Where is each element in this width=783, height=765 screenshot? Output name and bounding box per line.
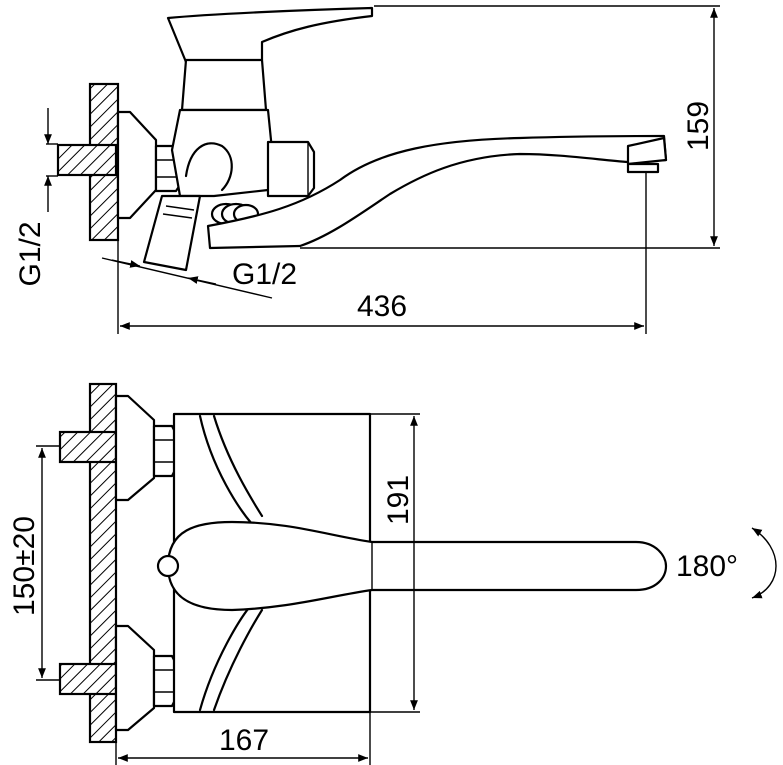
side-inlet-pipe bbox=[56, 143, 118, 177]
side-spout-tip bbox=[626, 136, 668, 166]
thread-label-vertical: G1/2 bbox=[14, 221, 47, 286]
side-body bbox=[170, 108, 274, 198]
rotation-label: 180° bbox=[676, 550, 738, 583]
dim-centers: 150±20 bbox=[8, 516, 41, 616]
side-diverter bbox=[266, 140, 316, 198]
rotation-arrow bbox=[751, 527, 777, 599]
dim-height-front: 191 bbox=[382, 475, 415, 525]
thread-label-diagonal: G1/2 bbox=[232, 258, 297, 291]
side-lever bbox=[166, 6, 374, 66]
dim-length-side: 436 bbox=[357, 290, 407, 323]
dim-height-side: 159 bbox=[682, 101, 715, 151]
side-cartridge bbox=[180, 58, 268, 112]
front-inlet-upper bbox=[58, 430, 118, 464]
side-lower-outlet bbox=[142, 194, 202, 272]
side-spout bbox=[206, 134, 668, 250]
front-view: 150±20 191 167 180° bbox=[8, 382, 777, 765]
side-view: 159 436 G1/2 G1/2 bbox=[14, 5, 720, 334]
side-flange bbox=[116, 110, 158, 220]
front-lever bbox=[166, 520, 668, 612]
dim-depth-front: 167 bbox=[219, 724, 269, 757]
front-inlet-lower bbox=[58, 662, 118, 696]
